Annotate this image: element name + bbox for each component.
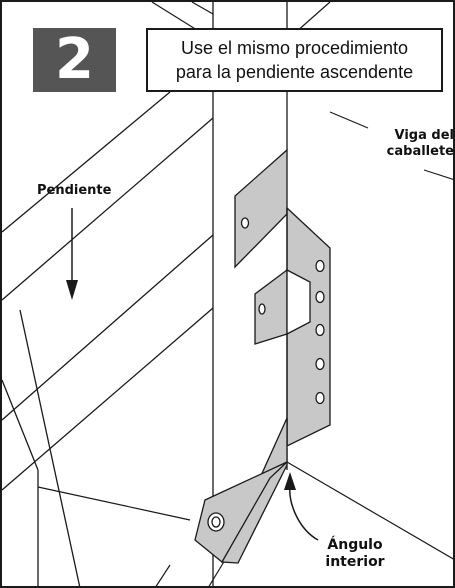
leaders: [329, 111, 455, 181]
bottom-plane: [37, 461, 455, 588]
ridge-beam-label: Viga del caballete: [364, 128, 454, 159]
rafter: [1, 91, 214, 588]
hanger-bracket: [194, 148, 331, 564]
slope-label: Pendiente: [37, 183, 112, 198]
down-arrow-icon: [66, 208, 78, 300]
interior-angle-label-line-2: interior: [325, 553, 385, 570]
ridge-beam-label-line-2: caballete: [386, 143, 454, 159]
instruction-box: Use el mismo procedimiento para la pendi…: [146, 28, 443, 92]
interior-angle-label: Ángulo interior: [315, 537, 395, 571]
step-number-badge: 2: [33, 28, 116, 92]
instruction-line-1: Use el mismo procedimiento: [180, 37, 409, 58]
interior-angle-label-line-1: Ángulo: [327, 537, 383, 553]
ridge-beam-label-line-1: Viga del: [394, 128, 454, 143]
curved-arrow-icon: [284, 472, 319, 541]
instruction-line-2: para la pendiente ascendente: [175, 62, 414, 82]
